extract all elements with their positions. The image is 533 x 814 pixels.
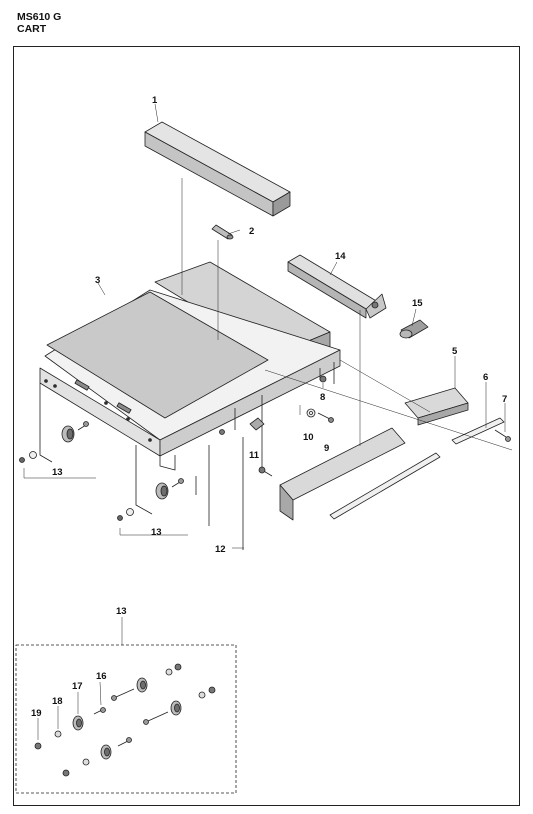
- part-7-screw: [494, 429, 511, 442]
- callout-13-left: 13: [52, 467, 63, 478]
- callout-19: 19: [31, 708, 42, 719]
- callout-10: 10: [303, 432, 314, 443]
- callout-12: 12: [215, 544, 226, 555]
- callout-6: 6: [483, 372, 488, 383]
- part-12-long-bolts: [195, 437, 244, 550]
- callout-1: 1: [152, 95, 158, 106]
- diagram-frame: [13, 46, 520, 806]
- callout-11: 11: [249, 450, 260, 461]
- section-title: CART: [17, 23, 47, 35]
- part-3-cart-table: [39, 261, 341, 515]
- callout-18: 18: [52, 696, 63, 707]
- callout-15: 15: [412, 298, 423, 309]
- part-14-side-handle: [287, 254, 387, 319]
- wheel-assembly-left: [19, 421, 89, 463]
- model-title: MS610 G: [17, 11, 62, 23]
- part-15-knob: [399, 319, 429, 339]
- part-5-angle-brackets: [279, 387, 469, 521]
- wheel-assembly-right: [117, 478, 184, 521]
- part-1-handle-bar: [144, 121, 291, 217]
- detail-13-box: [15, 644, 237, 794]
- callout-13-detail: 13: [116, 606, 127, 617]
- callout-3: 3: [95, 275, 100, 286]
- callout-16: 16: [96, 671, 107, 682]
- part-6-strips: [329, 417, 505, 520]
- callout-labels: 1 2 3 14 15 5 6 7 8 10 9 11 12 13 13 13 …: [31, 95, 507, 719]
- callout-17: 17: [72, 681, 83, 692]
- callout-2: 2: [249, 226, 254, 237]
- leader-lines: [97, 103, 513, 549]
- hardware-8-9-10-11: [219, 375, 334, 474]
- callout-13-right: 13: [151, 527, 162, 538]
- detail-13-hardware: [34, 663, 216, 777]
- callout-5: 5: [452, 346, 458, 357]
- callout-9: 9: [324, 443, 329, 454]
- callout-14: 14: [335, 251, 346, 262]
- callout-7: 7: [502, 394, 507, 405]
- callout-8: 8: [320, 392, 325, 403]
- part-2-pin: [211, 224, 234, 240]
